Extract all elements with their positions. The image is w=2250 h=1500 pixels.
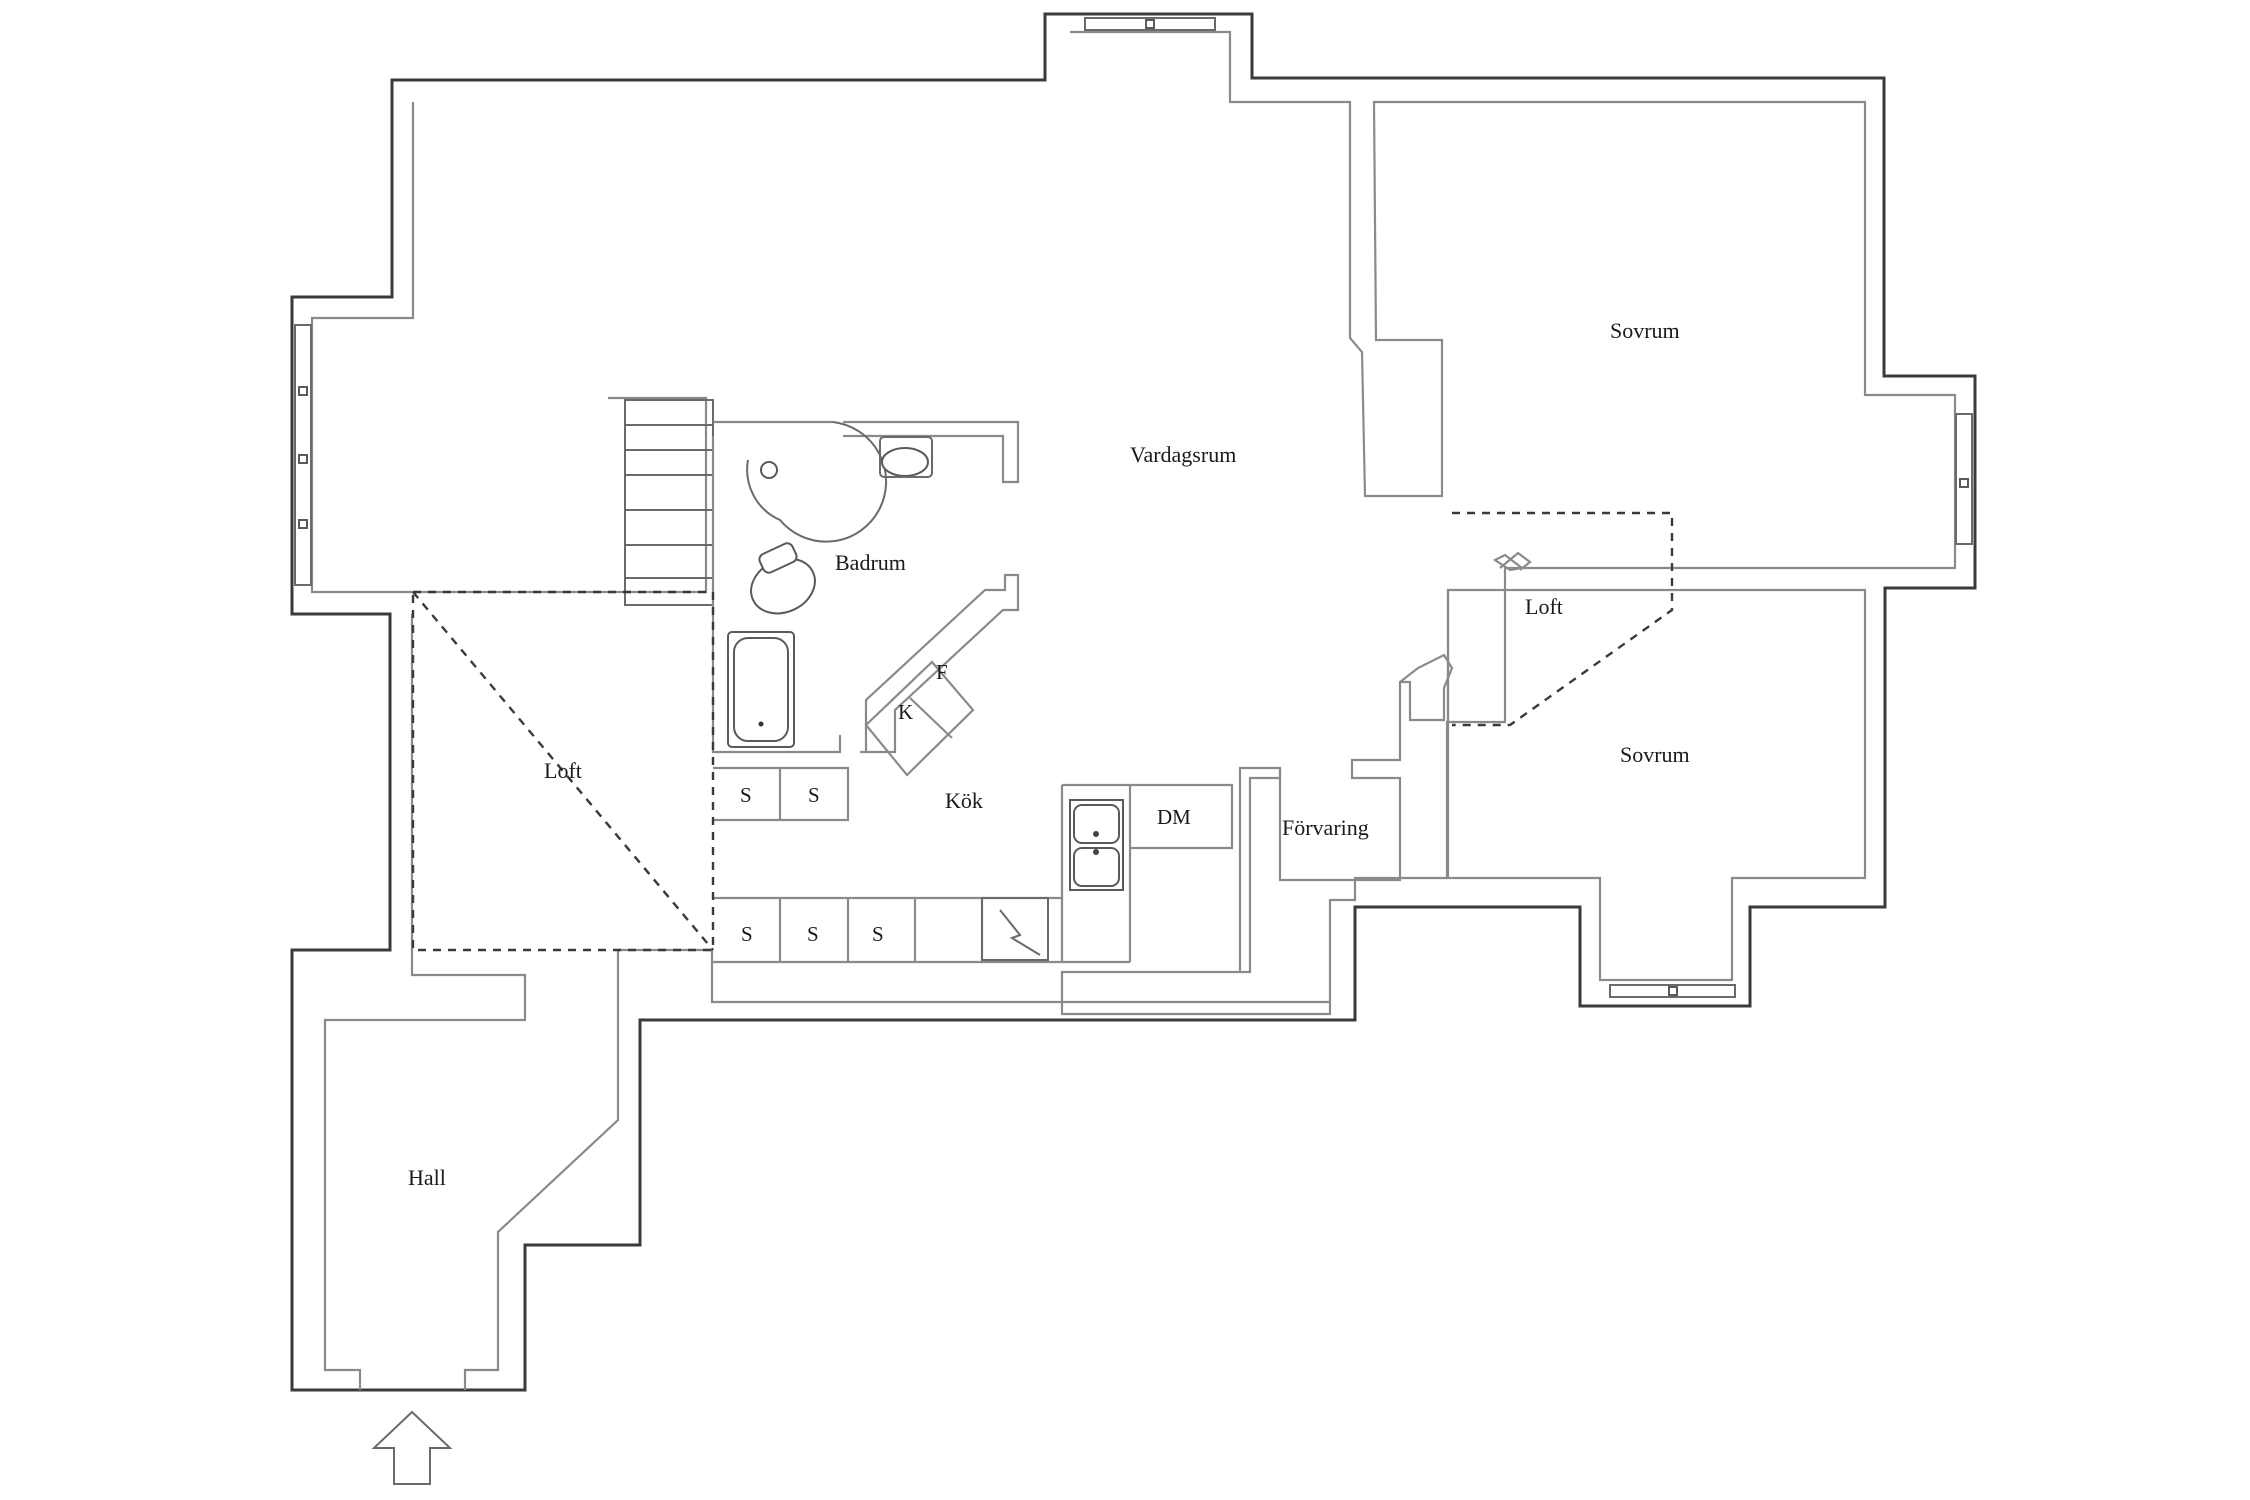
room-label-hall: Hall xyxy=(408,1165,446,1190)
storage-label-s1: S xyxy=(740,783,752,807)
storage-label-s3: S xyxy=(741,922,753,946)
window-left-handle-3 xyxy=(298,519,308,529)
window-bottom xyxy=(1609,984,1736,998)
upper-interior-wall xyxy=(310,102,708,594)
exterior-walls xyxy=(290,12,1977,1392)
toilet-tank-icon xyxy=(758,542,798,574)
fridge-cabinets xyxy=(864,660,975,777)
outer-wall-outline xyxy=(290,12,1977,1392)
window-top-handle xyxy=(1145,19,1155,29)
room-label-vardagsrum: Vardagsrum xyxy=(1130,442,1236,467)
loft-right-outline xyxy=(1452,511,1674,727)
kitchen-counter-bottom xyxy=(713,896,1064,964)
storage-label-s2: S xyxy=(808,783,820,807)
cabinet-label-f: F xyxy=(936,660,948,684)
window-left-handle-2 xyxy=(298,454,308,464)
shower-head-icon xyxy=(760,461,778,479)
bathroom-wall xyxy=(711,420,1020,754)
cabinet-label-k: K xyxy=(898,700,913,724)
inner-wall-outline xyxy=(1060,30,1957,1016)
room-label-sovrum-lower: Sovrum xyxy=(1620,742,1690,767)
sink-counter xyxy=(879,436,933,478)
shower-curve xyxy=(746,421,888,543)
windows xyxy=(294,17,1973,998)
kitchen xyxy=(713,660,1234,964)
room-label-badrum: Badrum xyxy=(835,550,906,575)
room-labels: Vardagsrum Sovrum Sovrum Badrum Kök Förv… xyxy=(408,318,1690,1190)
room-label-kok: Kök xyxy=(945,788,983,813)
window-left xyxy=(294,324,312,586)
staircase xyxy=(624,399,714,606)
window-bottom-handle xyxy=(1668,986,1678,996)
dishwasher-label: DM xyxy=(1157,805,1191,829)
kitchen-counter-right xyxy=(1060,783,1234,964)
room-label-forvaring: Förvaring xyxy=(1282,815,1369,840)
bedroom-divider-wall xyxy=(1446,553,1525,722)
fixture-labels: K F DM S S S S S xyxy=(740,660,1191,946)
sink-basin-2 xyxy=(1073,847,1120,887)
right-kitchen-wall xyxy=(1278,653,1454,882)
room-label-loft-left: Loft xyxy=(544,758,582,783)
window-left-handle-1 xyxy=(298,386,308,396)
lower-left-wall xyxy=(323,614,1330,1390)
room-label-sovrum-upper: Sovrum xyxy=(1610,318,1680,343)
bathtub-basin-icon xyxy=(733,637,789,742)
loft-outlines xyxy=(411,511,1674,952)
loft-left-outline xyxy=(411,590,715,952)
bathtub-drain-icon xyxy=(758,721,764,727)
entrance-arrow-icon xyxy=(371,1410,453,1485)
stove-symbol xyxy=(981,897,1049,961)
loft-right-arrow xyxy=(1499,551,1532,571)
sink-basin-1 xyxy=(1073,804,1120,844)
sink-icon xyxy=(881,447,929,477)
window-top xyxy=(1084,17,1216,31)
storage-label-s5: S xyxy=(872,922,884,946)
storage-label-s4: S xyxy=(807,922,819,946)
window-right-handle xyxy=(1959,478,1969,488)
bathroom xyxy=(711,420,1020,754)
kitchen-counter-top xyxy=(713,766,850,822)
window-right xyxy=(1955,413,1973,545)
stair-block xyxy=(624,399,714,606)
room-label-loft-right: Loft xyxy=(1525,594,1563,619)
